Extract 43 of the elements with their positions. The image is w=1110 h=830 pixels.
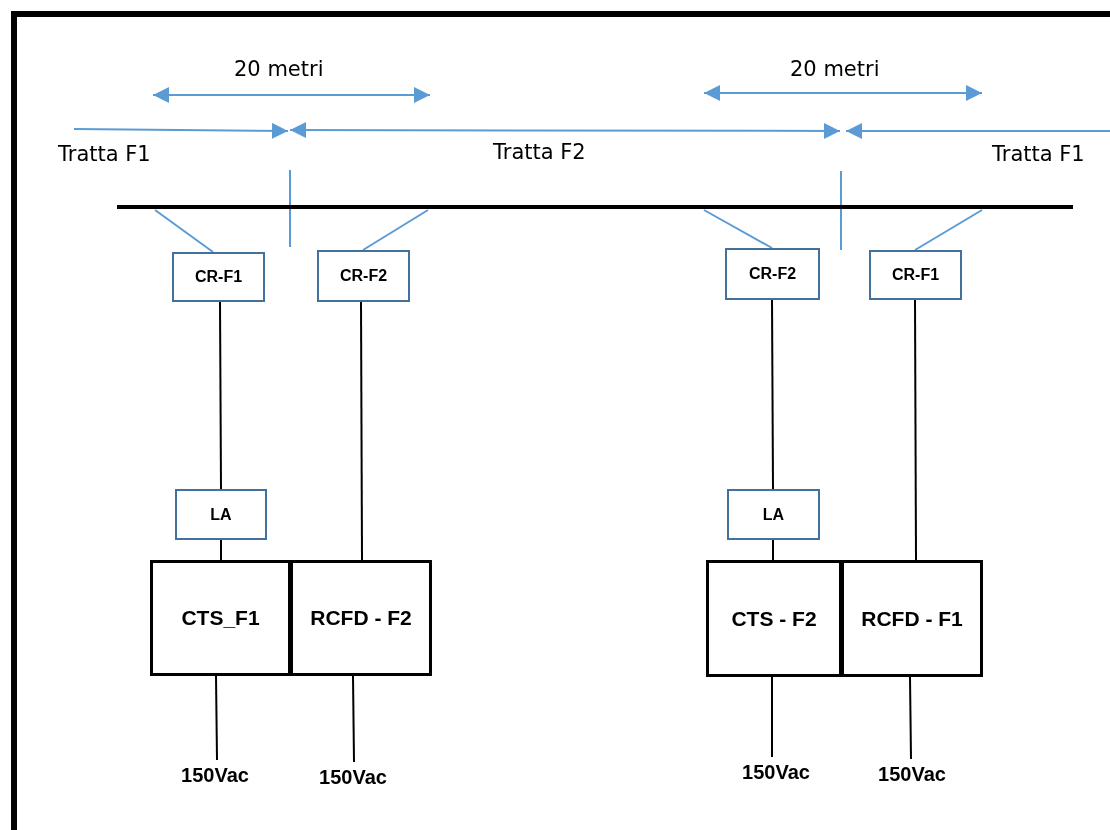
equipment-box — [706, 560, 842, 677]
section-label: Tratta F2 — [493, 140, 586, 164]
box-label: RCFD - F1 — [861, 606, 963, 631]
cable-line — [771, 676, 773, 758]
cable-line — [772, 539, 774, 561]
cable-line — [771, 299, 774, 490]
dimension-label: 20 metri — [790, 57, 880, 81]
feeder-line — [362, 209, 429, 251]
component-box — [175, 489, 267, 540]
voltage-label: 150Vac — [878, 762, 946, 786]
section-label: Tratta F1 — [992, 142, 1085, 166]
feeder-line — [914, 209, 983, 251]
box-label: CR-F1 — [891, 266, 940, 284]
component-box — [727, 489, 820, 540]
box-label: CR-F2 — [339, 267, 388, 285]
cable-line — [220, 539, 222, 561]
equipment-box — [150, 560, 291, 676]
feeder-line — [703, 209, 773, 249]
box-label: LA — [762, 505, 785, 524]
equipment-box — [841, 560, 983, 677]
component-box — [725, 248, 820, 300]
equipment-box — [290, 560, 432, 676]
dimension-label: 20 metri — [234, 57, 324, 81]
voltage-label: 150Vac — [319, 765, 387, 789]
feeder-line — [154, 209, 214, 253]
cable-line — [360, 301, 363, 561]
section-label: Tratta F1 — [58, 142, 151, 166]
cable-line — [219, 301, 222, 490]
voltage-label: 150Vac — [181, 763, 249, 787]
box-label: LA — [210, 505, 232, 524]
cable-line — [215, 675, 218, 761]
box-label: CR-F2 — [748, 265, 797, 283]
cable-line — [352, 675, 355, 763]
component-box — [317, 250, 410, 302]
box-label: RCFD - F2 — [310, 606, 412, 630]
component-box — [869, 250, 962, 300]
cable-line — [914, 299, 917, 561]
cable-line — [909, 676, 912, 760]
box-label: CTS_F1 — [181, 606, 260, 630]
box-label: CR-F1 — [194, 268, 243, 286]
box-label: CTS - F2 — [731, 606, 817, 631]
voltage-label: 150Vac — [742, 760, 810, 784]
component-box — [172, 252, 265, 302]
